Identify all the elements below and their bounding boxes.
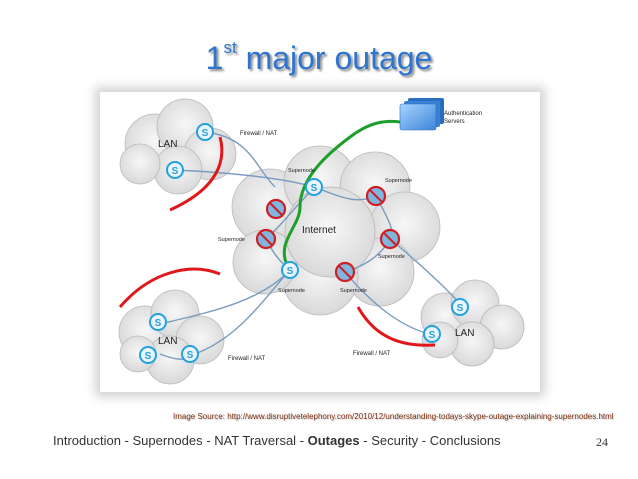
svg-text:S: S (155, 318, 162, 329)
footer-item-conclusions[interactable]: Conclusions (429, 433, 501, 448)
supernode-left-label: Supernode (218, 237, 245, 243)
failed-supernodes (255, 185, 401, 283)
svg-text:S: S (311, 183, 318, 194)
svg-text:S: S (287, 266, 294, 277)
footer-item-nat-traversal[interactable]: NAT Traversal (214, 433, 297, 448)
firewall-top-label: Firewall / NAT (240, 131, 278, 137)
failed-supernode-icon (265, 198, 287, 220)
skype-icon: S (305, 178, 323, 196)
footer-item-outages[interactable]: Outages (307, 433, 360, 448)
firewall-bottom-left-label: Firewall / NAT (228, 356, 266, 362)
auth-servers-label-line2: Servers (444, 119, 465, 125)
skype-icon: S (139, 346, 157, 364)
skype-icon: S (149, 313, 167, 331)
page-number: 24 (596, 435, 608, 449)
supernode-bottom-center-label: Supernode (340, 288, 367, 294)
svg-text:S: S (457, 303, 464, 314)
skype-icons: S S S S S S S S S (139, 123, 469, 364)
cloud-lan-bottom-right (420, 279, 525, 367)
skype-icon: S (451, 298, 469, 316)
lan-bottom-right-label: LAN (455, 328, 474, 339)
footer-item-supernodes[interactable]: Supernodes (132, 433, 203, 448)
failed-supernode-icon (379, 228, 401, 250)
skype-icon: S (196, 123, 214, 141)
skype-icon: S (281, 261, 299, 279)
network-diagram: S S S S S S S S S LAN LAN LAN Internet F… (100, 92, 540, 392)
firewall-bottom-right-label: Firewall / NAT (353, 351, 391, 357)
skype-icon: S (181, 345, 199, 363)
supernode-top-center-label: Supernode (288, 168, 315, 174)
svg-text:S: S (145, 351, 152, 362)
slide-title: 1st major outage (205, 38, 433, 76)
auth-servers-label-line1: Authentication (444, 111, 482, 117)
diagram-canvas: S S S S S S S S S LAN LAN LAN Internet F… (118, 98, 525, 385)
lan-bottom-left-label: LAN (158, 336, 177, 347)
footer-nav: Introduction - Supernodes - NAT Traversa… (53, 433, 501, 448)
skype-icon: S (423, 325, 441, 343)
auth-link (282, 119, 401, 268)
svg-text:S: S (172, 166, 179, 177)
supernode-right-label: Supernode (378, 254, 405, 260)
firewalls (118, 136, 436, 347)
footer-item-introduction[interactable]: Introduction (53, 433, 121, 448)
supernode-top-right-label: Supernode (385, 178, 412, 184)
supernode-bottom-left-label: Supernode (278, 288, 305, 294)
cloud-internet (231, 145, 441, 316)
svg-text:S: S (187, 350, 194, 361)
svg-text:S: S (202, 128, 209, 139)
skype-icon: S (166, 161, 184, 179)
footer-item-security[interactable]: Security (371, 433, 419, 448)
internet-label: Internet (302, 225, 336, 236)
cloud-lan-top (119, 98, 237, 195)
failed-supernode-icon (255, 228, 277, 250)
auth-servers-icon (399, 98, 444, 131)
failed-supernode-icon (365, 185, 387, 207)
image-source-caption: Image Source: http://www.disruptivetelep… (173, 412, 614, 421)
lan-top-label: LAN (158, 139, 177, 150)
svg-text:S: S (429, 330, 436, 341)
failed-supernode-icon (334, 261, 356, 283)
